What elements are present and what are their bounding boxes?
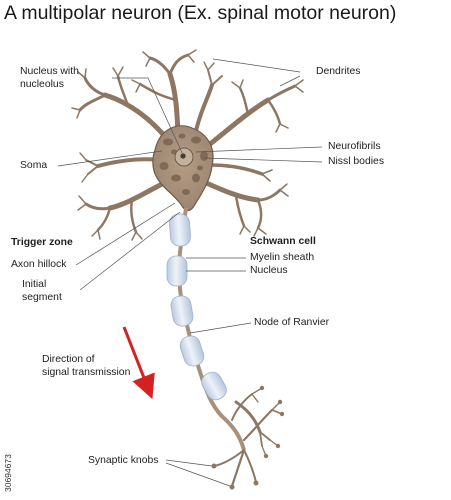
soma-body	[152, 125, 214, 212]
label-signal-transmission: signal transmission	[42, 367, 131, 378]
label-initial: Initial	[22, 279, 47, 290]
axon-terminals	[213, 387, 283, 488]
myelin-sheath	[166, 213, 227, 401]
direction-arrow	[122, 326, 155, 400]
label-dendrites: Dendrites	[316, 66, 361, 77]
diagram-title: A multipolar neuron (Ex. spinal motor ne…	[4, 2, 397, 24]
leader-lines	[57, 58, 323, 487]
label-segment: segment	[22, 292, 62, 303]
nissl-bodies	[159, 133, 208, 195]
label-neurofibrils: Neurofibrils	[328, 141, 381, 152]
label-synaptic-knobs: Synaptic knobs	[88, 455, 159, 466]
stock-id-watermark: 30694673	[3, 454, 13, 492]
label-myelin-sheath: Myelin sheath	[250, 252, 315, 263]
label-soma: Soma	[20, 160, 48, 171]
label-nissl-bodies: Nissl bodies	[328, 156, 385, 167]
label-direction-of: Direction of	[42, 354, 95, 365]
label-node-of-ranvier: Node of Ranvier	[254, 317, 330, 328]
label-nucleolus: nucleolus	[20, 79, 64, 90]
label-nucleus-with: Nucleus with	[20, 66, 79, 77]
label-schwann-nucleus: Nucleus	[250, 265, 288, 276]
label-axon-hillock: Axon hillock	[11, 259, 67, 270]
synaptic-knobs	[211, 385, 285, 490]
label-schwann-cell: Schwann cell	[250, 236, 316, 247]
nucleolus-icon	[180, 153, 186, 159]
label-trigger-zone: Trigger zone	[11, 237, 73, 248]
